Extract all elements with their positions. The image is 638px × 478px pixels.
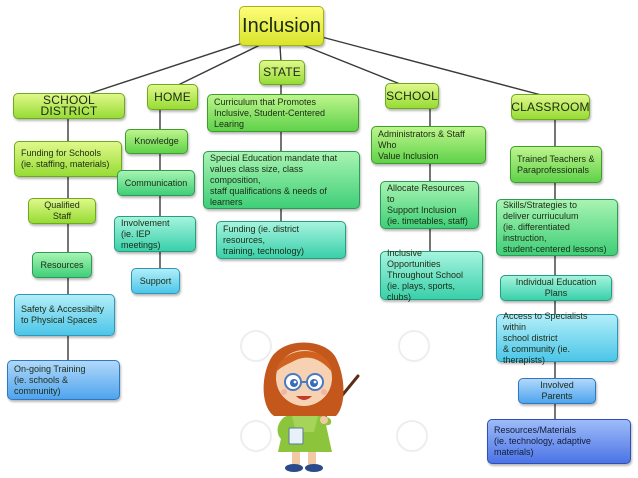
home-item-knowledge-label: Knowledge — [134, 136, 179, 146]
state-item-special-education: Special Education mandate that values cl… — [203, 151, 360, 209]
header-classroom-label: CLASSROOM — [511, 99, 590, 114]
classroom-item-resources-materials-label: Resources/Materials (ie. technology, ada… — [494, 425, 591, 457]
state-item-funding: Funding (ie. district resources, trainin… — [216, 221, 346, 259]
school-item-administrators: Administrators & Staff Who Value Inclusi… — [371, 126, 486, 164]
header-school-label: SCHOOL — [386, 88, 438, 103]
classroom-item-specialists: Access to Specialists within school dist… — [496, 311, 618, 365]
state-item-curriculum-label: Curriculum that Promotes Inclusive, Stud… — [214, 96, 326, 129]
title-text: Inclusion — [242, 14, 321, 37]
school-item-inclusive-opportunities: Inclusive Opportunities Throughout Schoo… — [380, 248, 483, 302]
header-school-district: SCHOOL DISTRICT — [13, 93, 125, 119]
district-item-training-label: On-going Training (ie. schools & communi… — [14, 363, 86, 396]
home-item-communication-label: Communication — [124, 177, 188, 188]
school-item-allocate-resources-label: Allocate Resources to Support Inclusion … — [387, 183, 468, 226]
district-item-safety-label: Safety & Accessibilty to Physical Spaces — [21, 304, 105, 325]
classroom-item-trained-teachers-label: Trained Teachers & Paraprofessionals — [517, 153, 595, 175]
classroom-item-skills-strategies-label: Skills/Strategies to deliver curriuculum… — [503, 200, 607, 254]
header-state: STATE — [259, 60, 305, 85]
district-item-qualified-staff-label: Qualified Staff — [44, 200, 80, 221]
classroom-item-specialists-label: Access to Specialists within school dist… — [503, 310, 588, 365]
classroom-item-involved-parents-label: Involved Parents — [540, 380, 574, 401]
classroom-item-skills-strategies: Skills/Strategies to deliver curriuculum… — [496, 199, 618, 256]
home-item-involvement: Involvement (ie. IEP meetings) — [114, 216, 196, 252]
state-item-curriculum: Curriculum that Promotes Inclusive, Stud… — [207, 94, 359, 132]
school-item-administrators-label: Administrators & Staff Who Value Inclusi… — [378, 128, 465, 161]
classroom-item-trained-teachers: Trained Teachers & Paraprofessionals — [510, 146, 602, 183]
teacher-with-pointer-icon — [263, 342, 360, 472]
watermark-circle — [240, 330, 272, 362]
home-item-support: Support — [131, 268, 180, 294]
district-item-resources-label: Resources — [40, 259, 84, 270]
classroom-item-resources-materials: Resources/Materials (ie. technology, ada… — [487, 419, 631, 464]
school-item-allocate-resources: Allocate Resources to Support Inclusion … — [380, 181, 479, 229]
district-item-safety: Safety & Accessibilty to Physical Spaces — [14, 294, 115, 336]
header-classroom: CLASSROOM — [511, 94, 590, 120]
header-home-label: HOME — [154, 89, 191, 104]
header-home: HOME — [147, 84, 198, 110]
district-item-resources: Resources — [32, 252, 92, 278]
school-item-inclusive-opportunities-label: Inclusive Opportunities Throughout Schoo… — [387, 248, 464, 302]
home-item-involvement-label: Involvement (ie. IEP meetings) — [121, 217, 170, 250]
home-item-communication: Communication — [117, 170, 195, 196]
home-item-knowledge: Knowledge — [125, 129, 188, 154]
header-state-label: STATE — [263, 65, 301, 79]
district-item-qualified-staff: Qualified Staff — [28, 198, 96, 224]
watermark-circle — [240, 420, 272, 452]
district-item-funding: Funding for Schools (ie. staffing, mater… — [14, 141, 122, 177]
classroom-item-iep: Individual Education Plans — [500, 275, 612, 301]
header-school: SCHOOL — [385, 83, 439, 109]
title-node: Inclusion — [239, 6, 324, 46]
classroom-item-iep-label: Individual Education Plans — [515, 277, 597, 298]
district-item-training: On-going Training (ie. schools & communi… — [7, 360, 120, 400]
watermark-circle — [398, 330, 430, 362]
header-school-district-label: SCHOOL DISTRICT — [40, 93, 98, 118]
home-item-support-label: Support — [139, 275, 172, 286]
state-item-special-education-label: Special Education mandate that values cl… — [210, 152, 338, 207]
state-item-funding-label: Funding (ie. district resources, trainin… — [223, 223, 305, 256]
watermark-circle — [396, 420, 428, 452]
classroom-item-involved-parents: Involved Parents — [518, 378, 596, 404]
district-item-funding-label: Funding for Schools (ie. staffing, mater… — [21, 148, 110, 169]
